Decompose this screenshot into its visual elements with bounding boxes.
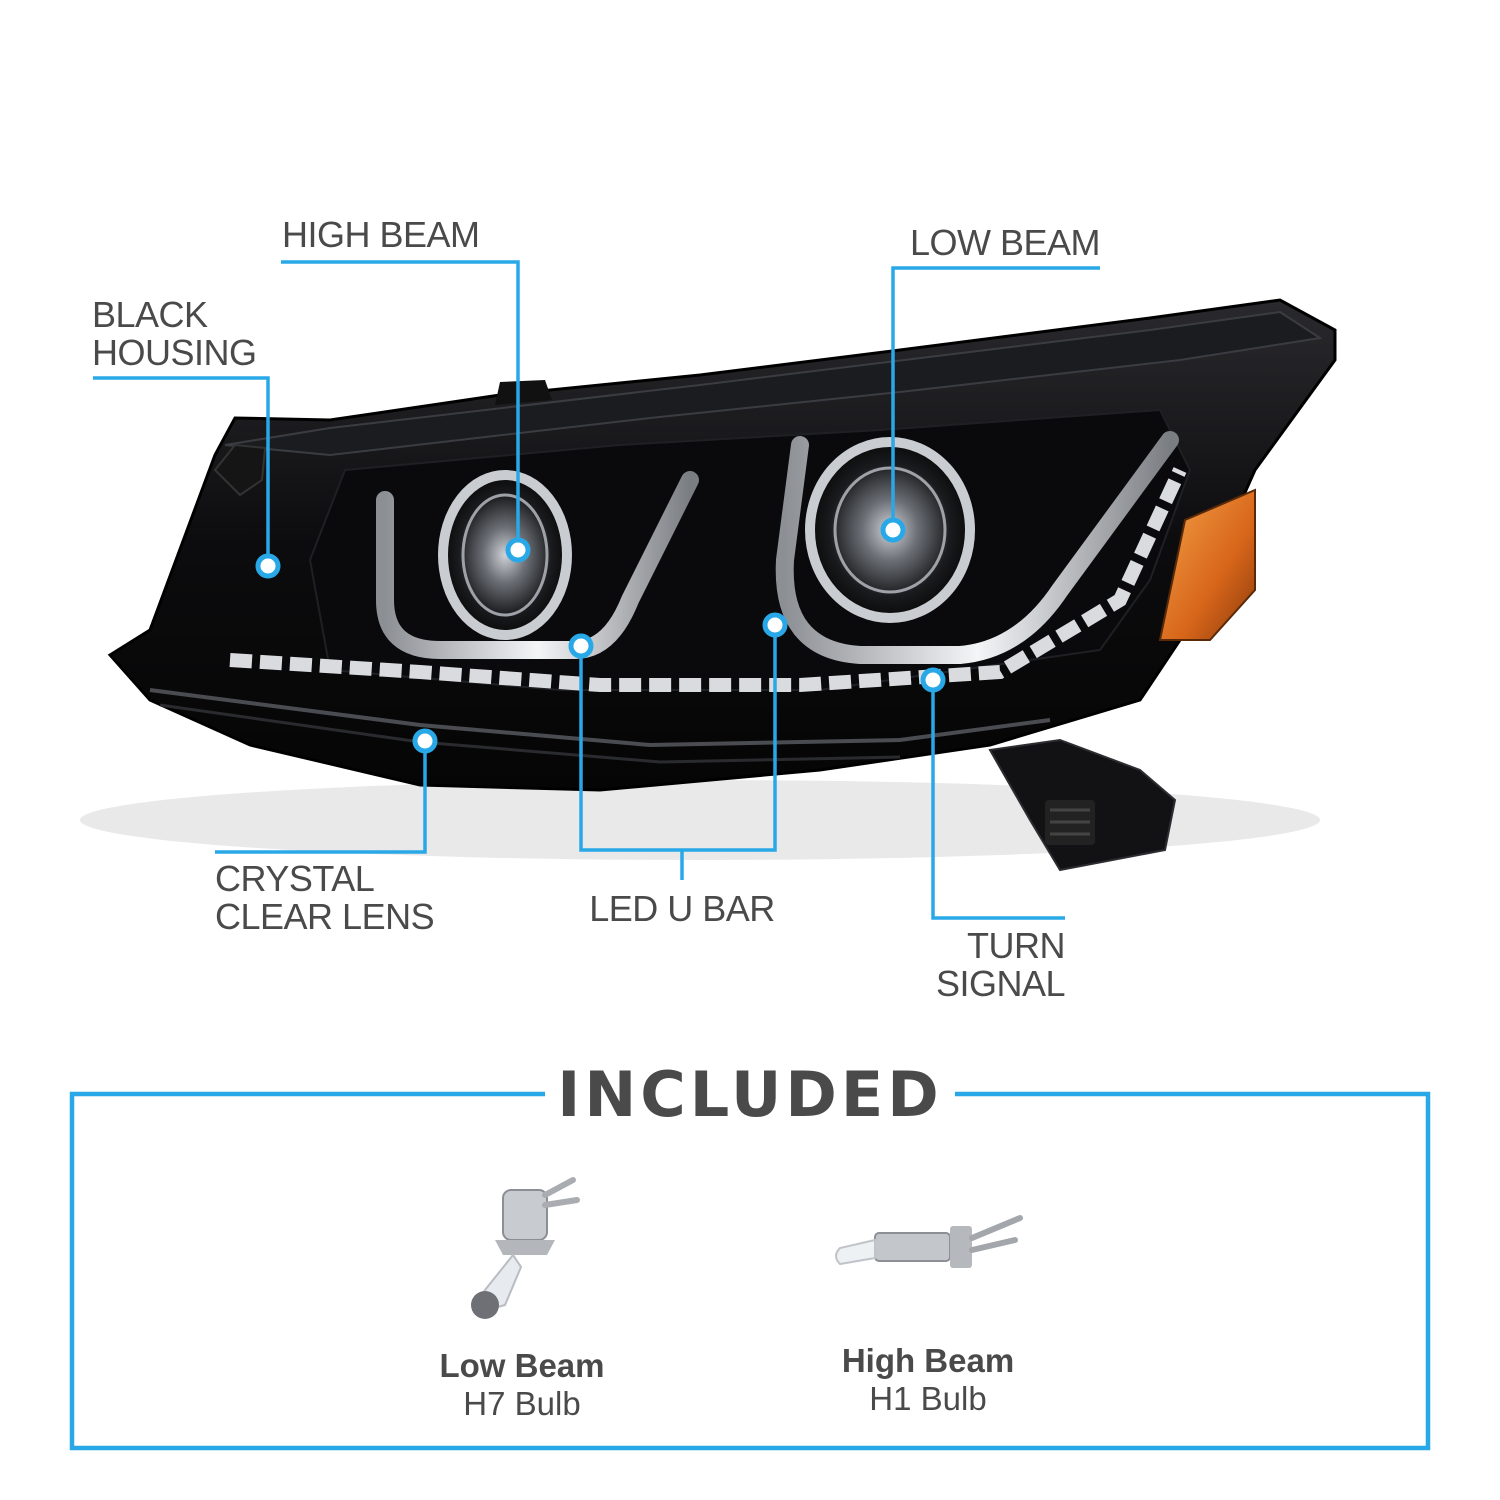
led-strip xyxy=(229,467,1187,692)
label-black-housing: BLACK HOUSING xyxy=(92,294,257,373)
label-high-beam: HIGH BEAM xyxy=(282,214,480,255)
label-crystal-clear-lens: CRYSTAL CLEAR LENS xyxy=(215,858,435,937)
bulb-type-h7: H7 Bulb xyxy=(463,1385,581,1422)
led-u-bar-1 xyxy=(376,471,699,659)
included-frame xyxy=(69,1091,1431,1451)
bulb-name-high-beam: High Beam xyxy=(841,1342,1015,1379)
included-title: INCLUDED xyxy=(550,1058,950,1131)
dot-high-beam xyxy=(505,537,531,563)
amber-reflector xyxy=(1158,488,1256,641)
callout-line-low-beam xyxy=(891,266,1100,530)
label-turn-signal: TURN SIGNAL xyxy=(935,925,1066,1004)
crystal-lens-trim xyxy=(149,688,1051,748)
callout-line-crystal-lens xyxy=(215,741,427,854)
lens-rim xyxy=(224,310,1323,457)
dot-black-housing xyxy=(255,553,281,579)
callout-line-led-u-bar xyxy=(579,625,777,852)
dot-led-u-bar-2 xyxy=(762,612,788,638)
dot-led-u-bar-1 xyxy=(568,633,594,659)
left-mount xyxy=(213,443,267,497)
led-u-bar-2 xyxy=(775,431,1179,664)
mount-tab xyxy=(495,380,552,405)
dot-low-beam xyxy=(880,517,906,543)
label-low-beam: LOW BEAM xyxy=(909,222,1101,263)
bulb-type-h1: H1 Bulb xyxy=(869,1380,987,1417)
callout-line-black-housing xyxy=(93,376,270,566)
shadow xyxy=(80,780,1320,860)
dot-turn-signal xyxy=(920,667,946,693)
callout-line-turn-signal xyxy=(931,680,1065,920)
callout-dots xyxy=(255,517,946,754)
h1-bulb-icon xyxy=(835,1215,1023,1268)
dot-crystal-lens xyxy=(412,728,438,754)
h7-bulb-icon xyxy=(471,1177,580,1319)
label-led-u-bar: LED U BAR xyxy=(589,888,775,929)
callout-lines xyxy=(93,260,1100,920)
callout-line-high-beam xyxy=(281,260,520,550)
bulb-name-low-beam: Low Beam xyxy=(439,1347,605,1384)
